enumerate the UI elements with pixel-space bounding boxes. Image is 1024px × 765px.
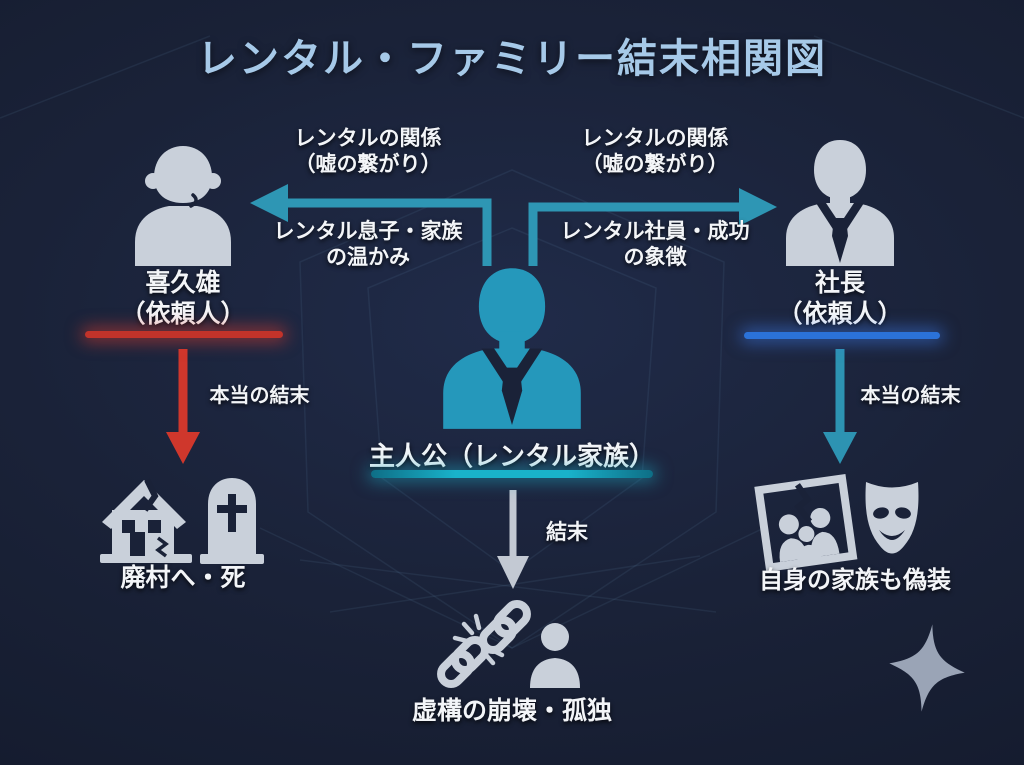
elderly-man-icon	[135, 146, 231, 266]
true-ending-arrow-right	[823, 349, 857, 464]
blue-glow-underline	[744, 332, 940, 339]
broken-house-icon	[100, 478, 192, 563]
businessman-teal-icon	[443, 268, 581, 429]
relation-sub-label-left: レンタル息子・家族 の温かみ	[273, 220, 463, 269]
person-label-left: 喜久雄 （依頼人）	[120, 269, 246, 329]
businessman-icon	[786, 140, 894, 266]
broken-photo-icon	[754, 474, 858, 572]
true-ending-label-right: 本当の結末	[860, 385, 961, 407]
result-label-left: 廃村へ・死	[120, 564, 246, 592]
result-label-center: 虚構の崩壊・孤独	[411, 697, 612, 725]
theater-mask-icon	[865, 482, 919, 554]
page-title: レンタル・ファミリー結末相関図	[197, 37, 827, 81]
red-glow-underline	[85, 331, 283, 338]
person-label-center: 主人公（レンタル家族）	[368, 441, 655, 471]
relation-label-left: レンタルの関係 （嘘の繋がり）	[294, 127, 442, 176]
relation-sub-label-right: レンタル社員・成功 の象徴	[560, 220, 750, 269]
person-label-right: 社長 （依頼人）	[777, 269, 903, 329]
tombstone-icon	[200, 478, 264, 564]
relation-label-right: レンタルの関係 （嘘の繋がり）	[581, 127, 729, 176]
sparkle-icon	[889, 624, 965, 712]
ending-arrow-center	[497, 490, 529, 589]
result-label-right: 自身の家族も偽装	[759, 567, 951, 594]
rental-relation-arrow-left	[250, 184, 492, 266]
ending-label-center: 結末	[546, 521, 588, 544]
true-ending-label-left: 本当の結末	[209, 385, 310, 407]
teal-glow-underline	[371, 470, 653, 478]
rental-relation-arrow-right	[528, 188, 777, 266]
broken-chain-icon	[437, 600, 531, 688]
lone-person-icon	[530, 623, 580, 688]
true-ending-arrow-left	[166, 349, 200, 464]
